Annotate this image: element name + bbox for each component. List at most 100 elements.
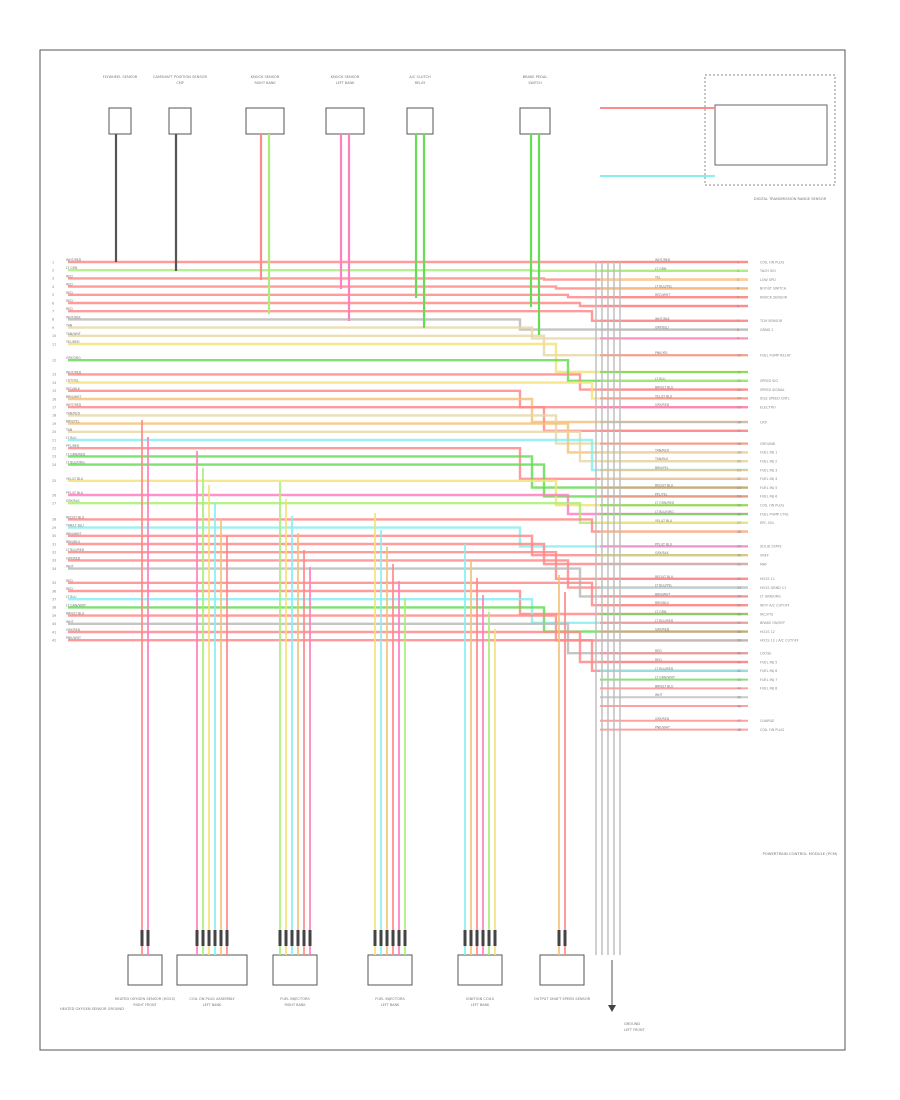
right-pin-11: 11 xyxy=(737,370,741,374)
right-func-34: LT GRN/ORG xyxy=(760,595,781,599)
right-pin-29: 29 xyxy=(737,545,741,549)
bottom-component-sub-0: RIGHT FRONT xyxy=(133,1003,157,1007)
left-pin-33: 33 xyxy=(52,559,56,563)
right-pin-41: 41 xyxy=(737,660,741,664)
right-func-15: ELECTRO xyxy=(760,406,776,410)
right-func-24: FUEL INJ 6 xyxy=(760,495,777,499)
right-func-14: IDLE SPEED CNTL xyxy=(760,397,790,401)
right-wire-label-25: LT GRN/RED xyxy=(655,501,675,505)
top-component-label-6: DIGITAL TRANSMISSION RANGE SENSOR xyxy=(754,197,827,201)
top-component-box-2 xyxy=(245,107,285,135)
right-func-3: LOW SPD xyxy=(760,278,776,282)
right-wire-label-41: RED xyxy=(655,658,662,662)
right-pin-40: 40 xyxy=(737,652,741,656)
pcm-label: POWERTRAIN CONTROL MODULE (PCM) xyxy=(763,851,838,856)
right-wire-label-44: BRN/LT BLU xyxy=(655,684,674,688)
top-component-label-5: BRAKE PEDAL xyxy=(523,75,548,79)
left-pin-24: 24 xyxy=(52,463,56,467)
right-wire-label-40: RED xyxy=(655,649,662,653)
left-pin-14: 14 xyxy=(52,381,56,385)
page-border xyxy=(39,49,846,1051)
left-wire-label-26: PPL/LT BLU xyxy=(66,491,84,495)
connector-pin-3-0 xyxy=(373,930,377,946)
connector-pin-3-4 xyxy=(397,930,401,946)
left-pin-30: 30 xyxy=(52,534,56,538)
right-pin-10: 10 xyxy=(737,354,741,358)
right-pin-12: 12 xyxy=(737,379,741,383)
left-pin-19: 19 xyxy=(52,422,56,426)
right-wire-label-45: WHT xyxy=(655,693,663,697)
connector-pin-3-1 xyxy=(379,930,383,946)
bottom-component-sub-2: RIGHT BANK xyxy=(284,1003,306,1007)
wire-left-28 xyxy=(68,518,748,533)
left-pin-39: 39 xyxy=(52,614,56,618)
right-func-12: SPEED SIG xyxy=(760,379,778,383)
left-wire-label-3: RED xyxy=(66,274,73,278)
top-component-label-1: CAMSHAFT POSITION SENSOR xyxy=(153,75,207,79)
left-pin-29: 29 xyxy=(52,526,56,530)
left-wire-label-25: YEL/LT BLU xyxy=(66,477,84,481)
right-pin-25: 25 xyxy=(737,504,741,508)
left-wire-label-28: RED/LT BLU xyxy=(66,515,85,519)
right-wire-label-21: BRN/YEL xyxy=(655,466,669,470)
left-wire-label-23: LT GRN/RED xyxy=(66,452,86,456)
wire-left-37 xyxy=(68,598,748,624)
right-func-39: HO2S 12 / A/C CUTOFF xyxy=(760,639,799,643)
left-wire-label-42: PNK/WHT xyxy=(66,636,81,640)
right-wire-label-38: GRY/RED xyxy=(655,628,670,632)
bottom-component-box-3 xyxy=(367,954,413,986)
right-wire-label-14: YEL/LT BLU xyxy=(655,394,673,398)
connector-pin-2-1 xyxy=(284,930,288,946)
left-pin-12: 12 xyxy=(52,359,56,363)
connector-pin-2-5 xyxy=(308,930,312,946)
left-wire-label-41: GRY/RED xyxy=(66,628,81,632)
left-pin-36: 36 xyxy=(52,589,56,593)
right-wire-label-3: YEL xyxy=(655,276,661,280)
right-pin-5: 5 xyxy=(737,296,739,300)
left-pin-31: 31 xyxy=(52,542,56,546)
right-pin-36: 36 xyxy=(737,612,741,616)
right-pin-45: 45 xyxy=(737,696,741,700)
bottom-component-sub-6: LEFT FRONT xyxy=(624,1028,646,1032)
left-pin-32: 32 xyxy=(52,551,56,555)
connector-pin-0-1 xyxy=(146,930,150,946)
connector-pin-4-5 xyxy=(493,930,497,946)
right-wire-label-4: LT BLU/YEL xyxy=(655,284,672,288)
right-func-42: FUEL INJ 6 xyxy=(760,669,777,673)
connector-pin-2-3 xyxy=(296,930,300,946)
left-pin-5: 5 xyxy=(52,293,54,297)
connector-pin-0-0 xyxy=(140,930,144,946)
left-pin-13: 13 xyxy=(52,373,56,377)
bottom-component-label-3: FUEL INJECTORS xyxy=(375,997,405,1001)
left-pin-6: 6 xyxy=(52,301,54,305)
right-pin-18: 18 xyxy=(737,442,741,446)
right-wire-label-34: BRN/WHT xyxy=(655,592,670,596)
right-wire-label-8: GRY/BLU xyxy=(655,326,669,330)
left-wire-label-21: LT BLU xyxy=(66,436,77,440)
right-func-27: EPC SOL xyxy=(760,521,774,525)
left-pin-38: 38 xyxy=(52,606,56,610)
bottom-component-box-4 xyxy=(457,954,503,986)
left-wire-label-17: WHT/RED xyxy=(66,403,82,407)
right-func-5: KNOCK SENSOR xyxy=(760,296,788,300)
left-wire-label-31: BRN/BLU xyxy=(66,540,81,544)
connector-pin-1-5 xyxy=(225,930,229,946)
connector-pin-4-2 xyxy=(475,930,479,946)
bottom-component-box-0 xyxy=(127,954,163,986)
left-wire-label-12: GRY/ORG xyxy=(66,356,81,360)
right-pin-48: 48 xyxy=(737,728,741,732)
right-func-23: FUEL INJ 5 xyxy=(760,486,777,490)
right-func-19: FUEL INJ 1 xyxy=(760,451,777,455)
right-pin-46: 46 xyxy=(737,704,741,708)
wire-left-41 xyxy=(68,630,748,664)
right-wire-label-47: GRY/RED xyxy=(655,717,670,721)
right-wire-label-43: LT GRN/WHT xyxy=(655,676,675,680)
left-wire-label-35: RED xyxy=(66,579,73,583)
bottom-component-box-1 xyxy=(176,954,248,986)
right-func-7: TCM SENSOR xyxy=(759,319,783,323)
right-wire-label-37: LT BLU/RED xyxy=(655,619,674,623)
wire-left-42 xyxy=(68,639,748,672)
right-pin-24: 24 xyxy=(737,495,741,499)
left-pin-1: 1 xyxy=(52,260,54,264)
right-pin-1: 1 xyxy=(737,260,739,264)
